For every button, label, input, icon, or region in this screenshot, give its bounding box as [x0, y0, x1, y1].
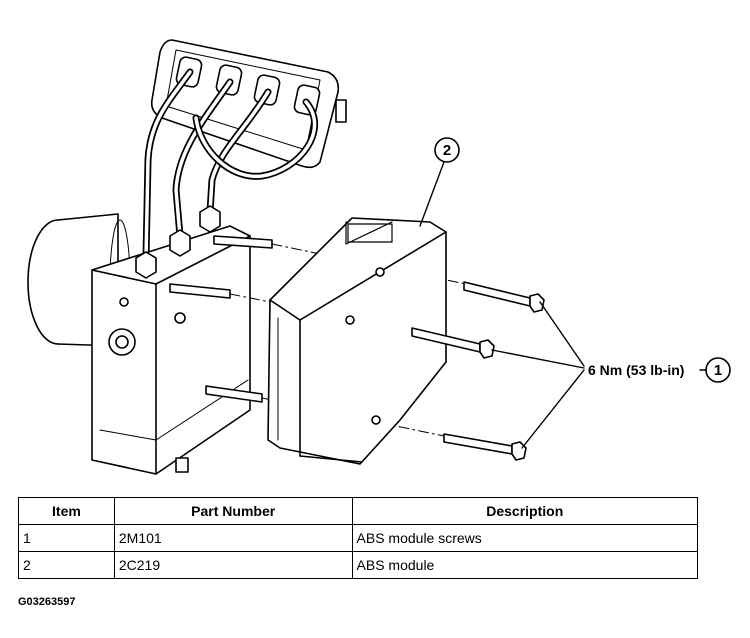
header-item: Item	[18, 497, 115, 525]
table-row: 2 2C219 ABS module	[18, 551, 699, 579]
cell-description: ABS module	[351, 551, 699, 579]
module-screws	[411, 281, 545, 461]
parts-table: Item Part Number Description 1 2M101 ABS…	[18, 497, 699, 579]
callout-1-number: 1	[714, 362, 722, 379]
leader-lines	[419, 161, 585, 449]
callout-2-number: 2	[443, 142, 451, 159]
abs-module-exploded-diagram: 6 Nm (53 lb-in) 1 2	[27, 39, 731, 475]
hcu-pins	[169, 235, 273, 403]
cell-item: 1	[18, 524, 115, 552]
header-part-number: Part Number	[113, 497, 353, 525]
table-row: 1 2M101 ABS module screws	[18, 524, 699, 552]
cell-item: 2	[18, 551, 115, 579]
cell-description: ABS module screws	[351, 524, 699, 552]
callout-1-torque-label: 6 Nm (53 lb-in)	[588, 362, 684, 378]
tube-nuts	[135, 205, 221, 279]
abs-module	[267, 217, 447, 465]
cell-part-number: 2M101	[113, 524, 353, 552]
hydraulic-control-unit	[91, 225, 251, 475]
parts-table-header-row: Item Part Number Description	[18, 497, 699, 525]
figure-id: G03263597	[18, 596, 76, 608]
cell-part-number: 2C219	[113, 551, 353, 579]
header-description: Description	[351, 497, 699, 525]
callout-circle-2	[434, 137, 460, 163]
brake-tubes	[142, 68, 319, 262]
